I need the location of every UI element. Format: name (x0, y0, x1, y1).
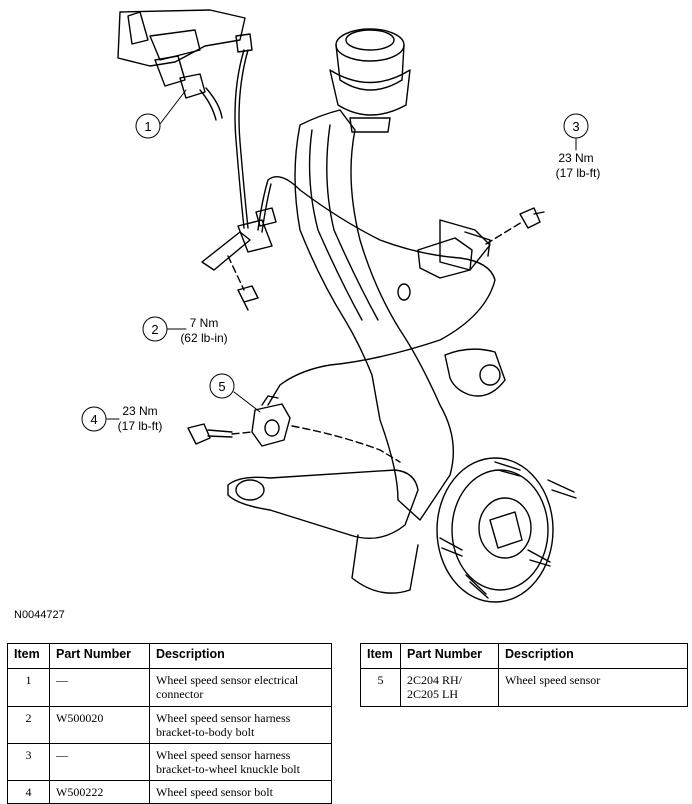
lower-control-arm-drawing (227, 469, 419, 594)
electrical-connector-drawing (117, 9, 253, 121)
part-number-line: 2C204 RH/ (407, 673, 463, 687)
callout-number: 1 (144, 119, 151, 134)
sensor-harness-wire (234, 49, 496, 406)
description-line: Wheel speed sensor harness (156, 748, 291, 762)
description-line: bracket-to-body bolt (156, 725, 255, 739)
wheel-hub-drawing (436, 457, 577, 603)
torque-value-imperial: (62 lb-in) (180, 331, 227, 345)
part-number-cell: — (49, 743, 150, 781)
description-line: Wheel speed sensor harness (156, 711, 291, 725)
description-cell: Wheel speed sensor bolt (149, 780, 332, 804)
torque-value: 7 Nm (190, 316, 219, 330)
item-cell: 1 (7, 668, 50, 707)
description-cell: Wheel speed sensor (498, 668, 688, 707)
description-line: Wheel speed sensor bolt (156, 785, 273, 799)
part-number-cell: W500020 (49, 706, 150, 744)
callout-3: 3 23 Nm (17 lb-ft) (556, 113, 601, 180)
knuckle-bracket-bolt-drawing (519, 207, 545, 229)
part-number-cell: W500222 (49, 780, 150, 804)
sensor-path-dashed (291, 425, 401, 463)
item-cell: 4 (7, 780, 50, 804)
header-item: Item (7, 643, 50, 669)
callout-5: 5 (209, 373, 235, 399)
header-description: Description (149, 643, 332, 669)
callout-1: 1 (135, 113, 161, 139)
part-number-line: 2C205 LH (407, 687, 458, 701)
torque-value-imperial: (17 lb-ft) (118, 419, 163, 433)
figure-id: N0044727 (14, 609, 65, 621)
torque-value-imperial: (17 lb-ft) (556, 166, 601, 180)
knuckle-bracket-drawing (417, 231, 491, 279)
table-row: 4 W500222 Wheel speed sensor bolt (7, 780, 332, 804)
wheel-speed-sensor-drawing (251, 395, 291, 447)
table-header-row: Item Part Number Description (7, 643, 332, 669)
item-cell: 5 (360, 668, 401, 707)
wheel-knuckle-drawing (294, 109, 506, 521)
strut-top-drawing (329, 28, 411, 133)
parts-table-right: Item Part Number Description 5 2C204 RH/… (360, 643, 688, 707)
bolt-path-dashed (227, 255, 245, 291)
callout-number: 3 (572, 119, 579, 134)
bolt-path-dashed (485, 221, 523, 245)
callout-number: 5 (218, 379, 225, 394)
callout-number: 2 (151, 322, 158, 337)
part-number-cell: 2C204 RH/2C205 LH (400, 668, 499, 707)
table-header-row: Item Part Number Description (360, 643, 688, 669)
header-part-number: Part Number (49, 643, 150, 669)
body-bracket-drawing (201, 207, 277, 271)
callout-4: 4 23 Nm (17 lb-ft) (81, 404, 163, 433)
callout-number: 4 (90, 412, 97, 427)
header-description: Description (498, 643, 688, 669)
torque-value: 23 Nm (122, 404, 157, 418)
item-cell: 3 (7, 743, 50, 781)
bracket-bolt-drawing (237, 285, 259, 311)
item-cell: 2 (7, 706, 50, 744)
bolt-path-dashed (231, 431, 253, 435)
sensor-bolt-drawing (187, 423, 233, 445)
description-line: bracket-to-wheel knuckle bolt (156, 762, 300, 776)
header-item: Item (360, 643, 401, 669)
header-part-number: Part Number (400, 643, 499, 669)
leader-lines (106, 89, 577, 420)
parts-table-left: Item Part Number Description 1 — Wheel s… (7, 643, 332, 804)
table-row: 5 2C204 RH/2C205 LH Wheel speed sensor (360, 668, 688, 707)
torque-value: 23 Nm (558, 151, 593, 165)
part-number-cell: — (49, 668, 150, 707)
callout-2: 2 7 Nm (62 lb-in) (142, 316, 228, 345)
description-line: connector (156, 687, 204, 701)
exploded-view-diagram: 1 2 7 Nm (62 lb-in) 3 23 Nm (17 lb-ft) 4… (81, 9, 601, 603)
description-line: Wheel speed sensor electrical (156, 673, 299, 687)
